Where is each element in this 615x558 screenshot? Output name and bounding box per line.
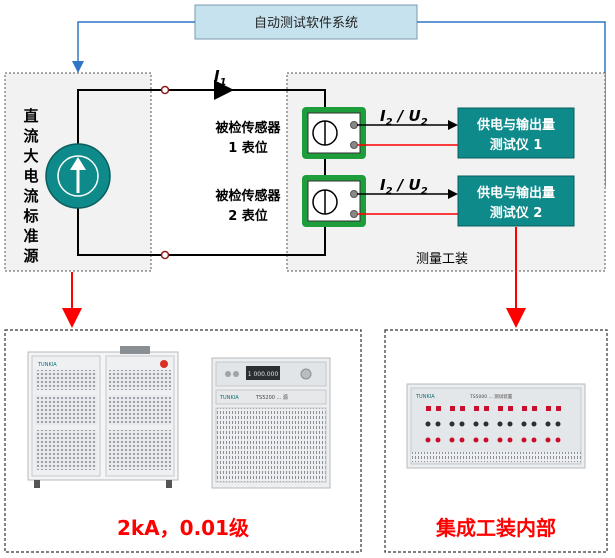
sensor-1 [302, 107, 366, 159]
signal-arrow-1 [448, 120, 458, 130]
cabinet-brand: TUNKIA [37, 362, 57, 368]
instrument-1-box [457, 107, 575, 159]
instrument-1-line2: 测试仪 1 [490, 137, 543, 153]
fixture-label: 测量工装 [416, 252, 468, 267]
rack-brand: TUNKIA [219, 395, 239, 401]
signal-label-2: I2 / U2 [380, 176, 428, 197]
instrument-1-line1: 供电与输出量 [476, 117, 555, 133]
sensor-1-label-line2: 1 表位 [228, 140, 268, 156]
fixture-device-brand: TUNKIA [415, 394, 435, 400]
signal-arrow-2 [448, 189, 458, 199]
signal-label-1: I2 / U2 [380, 107, 428, 128]
cabinet-photo: TUNKIA [27, 346, 179, 488]
fixture-device-model: TS5000 ... 测试装置 [469, 393, 513, 400]
sensor-2 [302, 175, 366, 227]
measurement-fixture-panel [286, 72, 606, 272]
sensor-2-label-line1: 被检传感器 [214, 188, 281, 204]
instrument-2-box [457, 175, 575, 227]
rack-model: TS5200 ... 源 [255, 394, 288, 401]
rack-display: 1 000.000 [248, 371, 279, 378]
terminal-top [160, 85, 170, 95]
standard-label-char: 直 [23, 107, 38, 125]
standard-label-char: 流 [23, 127, 38, 145]
standard-label-char: 准 [23, 227, 38, 245]
caption-left: 2kA，0.01级 [117, 516, 249, 540]
sensor-1-label-line1: 被检传感器 [214, 120, 281, 136]
caption-right: 集成工装内部 [435, 516, 556, 540]
standard-label-char: 电 [23, 167, 38, 185]
software-system-box [194, 4, 418, 40]
signal-wires [357, 124, 458, 215]
current-i1-label: I1 [214, 67, 227, 88]
standard-label-char: 流 [23, 187, 38, 205]
terminal-bottom [160, 250, 170, 260]
standard-label-char: 大 [23, 147, 38, 165]
integrated-fixture-photo: TUNKIA TS5000 ... 测试装置 [406, 383, 586, 469]
instrument-2-line1: 供电与输出量 [476, 185, 555, 201]
standard-label-char: 源 [23, 247, 38, 265]
standard-source-label: 直 流 大 电 流 标 准 源 [22, 107, 38, 265]
dc-source-icon [45, 143, 111, 209]
standard-label-char: 标 [22, 207, 38, 225]
instrument-2-line2: 测试仪 2 [490, 205, 543, 221]
rack-source-photo: 1 000.000 TUNKIA TS5200 ... 源 [211, 357, 331, 489]
software-system-label: 自动测试软件系统 [254, 16, 358, 31]
sensor-2-label-line2: 2 表位 [228, 208, 268, 224]
